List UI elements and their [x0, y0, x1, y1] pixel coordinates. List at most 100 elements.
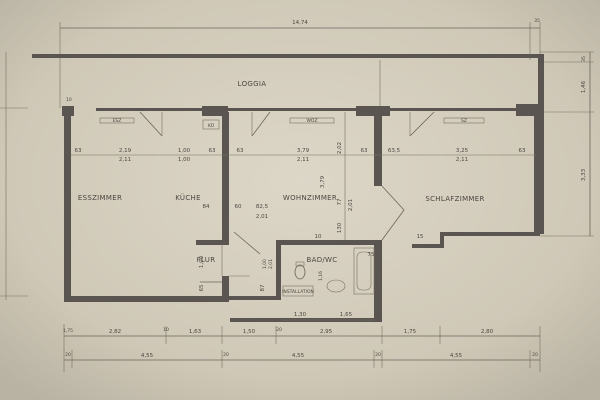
dim-10: 10	[163, 327, 169, 333]
room-label-esszimmer: ESSZIMMER	[78, 194, 122, 202]
dim-bad-75: 75	[368, 252, 375, 258]
installation-box	[282, 285, 314, 297]
loggia-doors	[139, 111, 435, 137]
left-bottom-dimension: 1,75	[63, 328, 73, 334]
dim-sz-635: 63,5	[388, 148, 401, 154]
dim-sz-63: 63	[519, 148, 526, 154]
left-dimension: 10	[0, 52, 72, 300]
wall-esz-woz	[222, 112, 229, 244]
dim-sz-211: 2,11	[456, 157, 468, 163]
dim-bad-201: 2,01	[268, 259, 274, 269]
doors	[200, 185, 405, 283]
dim-esz-63: 63	[75, 148, 82, 154]
overall-width-label: 14,74	[292, 20, 308, 26]
dim-flur-65: 65	[199, 284, 205, 291]
right-146-label: 1,46	[581, 80, 587, 93]
room-label-kueche: KÜCHE	[175, 193, 201, 202]
dim-woz-77: 77	[337, 198, 343, 205]
dim-175: 1,75	[404, 329, 417, 335]
wall-sz-step	[412, 244, 444, 248]
dim-201: 2,01	[256, 214, 268, 220]
windows: ESZ KÜ WOZ SZ	[99, 117, 485, 130]
room-label-schlafzimmer: SCHLAFZIMMER	[425, 195, 484, 203]
dim-woz-63a: 63	[237, 148, 244, 154]
dim-kue-100a: 1,00	[178, 148, 191, 154]
bathtub	[353, 247, 375, 295]
wall-bad-left	[276, 240, 281, 300]
window-label-esz: ESZ	[113, 118, 122, 124]
dim-woz-63b: 63	[361, 148, 368, 154]
dim-woz-211: 2,11	[297, 157, 309, 163]
window-label-kue: KÜ	[208, 122, 214, 129]
dim-20-d: 20	[532, 352, 538, 358]
room-label-bad: BAD/WC	[307, 256, 338, 264]
dim-20-c: 20	[375, 352, 381, 358]
dim-60: 60	[235, 204, 242, 210]
wall-flur-bottom	[222, 276, 229, 302]
wall-left	[64, 112, 71, 302]
dim-bad-116: 1,16	[318, 271, 324, 281]
right-35-label: 35	[581, 56, 587, 62]
dim-left-175: 1,75	[63, 328, 73, 334]
dim-295: 2,95	[320, 329, 333, 335]
top-right-35-label: 35	[534, 18, 540, 24]
dim-bad-165: 1,65	[340, 312, 353, 318]
wall-bottom-left	[64, 296, 222, 302]
right-333-label: 3,33	[581, 168, 587, 181]
dim-455-a: 4,55	[141, 353, 154, 359]
dim-bad-130: 1,30	[294, 312, 307, 318]
walls	[64, 112, 540, 322]
wall-flur-top	[196, 240, 229, 245]
internal-dimensions: 63 2,19 2,11 1,00 1,00 63 63 3,79 2,11 6…	[70, 112, 536, 321]
wall-bad-top	[276, 240, 382, 245]
dim-bad-87: 87	[260, 284, 266, 291]
wall-bad-bottom-left	[228, 296, 276, 300]
top-left-10-label: 10	[66, 97, 72, 103]
dim-sz-325: 3,25	[456, 148, 469, 154]
dim-282: 2,82	[109, 329, 121, 335]
dim-woz-202: 2,02	[337, 142, 343, 154]
bottom-dimension-row-2: 20 4,55 20 4,55 20 4,55 20	[64, 350, 540, 368]
dim-woz-130: 130	[337, 222, 343, 233]
wall-sz-bottom	[440, 232, 540, 236]
dim-84: 84	[203, 204, 210, 210]
dim-esz-211: 2,11	[119, 157, 131, 163]
window-label-woz: WOZ	[306, 118, 317, 124]
toilet	[294, 264, 306, 280]
dim-kue-100b: 1,00	[178, 157, 191, 163]
loggia: LOGGIA	[32, 54, 544, 234]
dim-woz-379: 3,79	[297, 148, 310, 154]
wall-right	[534, 112, 540, 236]
wall-woz-sz-upper	[374, 112, 382, 186]
washbasin	[326, 279, 346, 293]
window-label-sz: SZ	[461, 118, 467, 124]
dim-150: 1,50	[243, 329, 256, 335]
bottom-dimension-row-1: 2,82 10 1,63 1,50 20 2,95 1,75 2,80	[63, 324, 541, 372]
dim-20-a: 20	[65, 352, 71, 358]
right-dimension: 35 1,46 3,33	[540, 51, 594, 237]
wall-bad-right	[374, 240, 382, 320]
installation-label: INSTALLATION	[282, 289, 314, 295]
loggia-label: LOGGIA	[238, 80, 267, 88]
dim-280: 2,80	[481, 329, 494, 335]
dim-bad-100: 1,00	[262, 259, 268, 269]
dim-esz-219: 2,19	[119, 148, 132, 154]
room-label-flur: FLUR	[197, 256, 216, 264]
room-label-wohnzimmer: WOHNZIMMER	[283, 194, 337, 202]
dim-825: 82,5	[256, 204, 269, 210]
loggia-parapet	[32, 54, 544, 58]
dim-flur-100: 1,00	[199, 255, 205, 268]
bathroom-fixtures: INSTALLATION	[282, 247, 375, 297]
dim-kue-63: 63	[209, 148, 216, 154]
dim-20-b: 20	[223, 352, 229, 358]
room-labels: ESSZIMMER KÜCHE WOHNZIMMER SCHLAFZIMMER …	[78, 193, 484, 264]
dim-455-c: 4,55	[450, 353, 463, 359]
dim-455-b: 4,55	[292, 353, 305, 359]
dim-20: 20	[276, 327, 282, 333]
dim-woz-201: 2,01	[348, 199, 354, 211]
dim-sz-15: 15	[417, 234, 424, 240]
top-dimension: 14,74 35	[59, 18, 541, 60]
dim-163: 1,63	[189, 329, 202, 335]
